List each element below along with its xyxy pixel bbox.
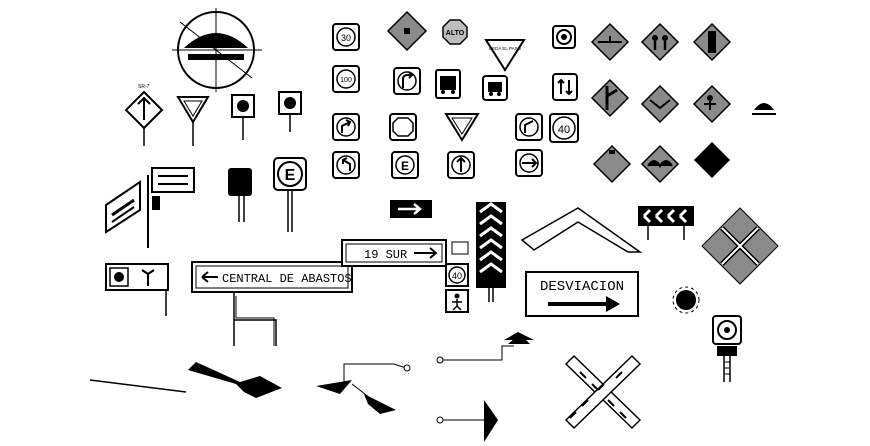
merge-sign [447, 151, 475, 179]
hump-plaque [751, 95, 777, 117]
speed-30-sign: 30 [332, 23, 360, 51]
diamond-bumps [640, 144, 680, 184]
no-turn-sign [515, 113, 543, 141]
speed-40-round-label: 40 [558, 124, 570, 136]
yield-sign-mid [444, 113, 480, 142]
curve-sign-b [332, 151, 360, 179]
diamond-arrow-sign: SR-7 [124, 84, 164, 146]
speed-100-sign: 100 [332, 65, 360, 93]
round-dark-sign [672, 286, 700, 314]
curve-sign-a [332, 113, 360, 141]
chevron-tall-post [476, 202, 506, 302]
ceda-el-paso-sign: CEDA EL PASO [484, 39, 526, 72]
square-sign-pedestrian [231, 94, 255, 140]
e-parking-sign-small [389, 113, 417, 141]
desviacion-label: DESVIACION [540, 279, 624, 295]
diamond-black [694, 142, 730, 178]
chevron-outline [520, 207, 643, 253]
diecinueve-sur-sign: 19 SUR [341, 239, 469, 267]
right-arrow-sign [515, 149, 543, 177]
speed-bump-symbol [172, 8, 262, 92]
diamond-traffic-light [692, 22, 732, 62]
speed-40-round-sign: 40 [549, 113, 579, 143]
gray-diamond-top [386, 10, 428, 52]
speed-40-label: 40 [452, 271, 462, 281]
roundabout-sign-top [552, 25, 576, 49]
central-de-abastos-label: CENTRAL DE ABASTOS [222, 272, 352, 286]
roundabout-post-sign [712, 315, 742, 382]
speed-100-label: 100 [340, 77, 352, 84]
turn-right-sign [393, 67, 421, 95]
alto-sign: ALTO [442, 19, 468, 45]
arrow-with-node-a [316, 363, 411, 414]
perspective-board-left [105, 167, 195, 248]
bus-sign [482, 75, 508, 101]
speed-40-stack: 40 [445, 263, 469, 313]
diecinueve-sur-label: 19 SUR [364, 248, 407, 262]
diamond-dip [640, 84, 680, 124]
small-code-label: SR-7 [138, 84, 150, 90]
railroad-crossbuck [564, 354, 642, 430]
parking-e-sign: E [273, 157, 307, 232]
bold-arrow-black [188, 362, 282, 398]
chevron-board-legs [638, 206, 694, 240]
diamond-junction [590, 78, 630, 118]
truck-sign [435, 69, 461, 99]
speed-30-label: 30 [341, 33, 351, 43]
diamond-children [640, 22, 680, 62]
direction-board-left [105, 263, 169, 316]
diamond-workers [692, 84, 732, 124]
central-de-abastos-sign: CENTRAL DE ABASTOS [191, 261, 353, 346]
arrow-with-node-c [436, 400, 498, 442]
diamond-plain [592, 144, 632, 184]
square-sign-vehicle [278, 91, 302, 132]
alto-label: ALTO [446, 30, 465, 37]
ceda-el-paso-label: CEDA EL PASO [489, 46, 522, 51]
thin-line [89, 379, 187, 393]
e-sign-small: E [391, 151, 419, 179]
e-small-label: E [401, 159, 409, 173]
two-way-sign [552, 73, 578, 101]
desviacion-sign: DESVIACION [525, 271, 639, 317]
yield-sign-small [176, 96, 210, 146]
black-arrow-board [390, 200, 432, 218]
railroad-diamond-sign [701, 207, 779, 285]
diamond-intersection [590, 22, 630, 62]
black-square-post-sign [228, 168, 252, 222]
e-letter: E [285, 167, 296, 184]
arrow-with-node-b [436, 332, 534, 364]
